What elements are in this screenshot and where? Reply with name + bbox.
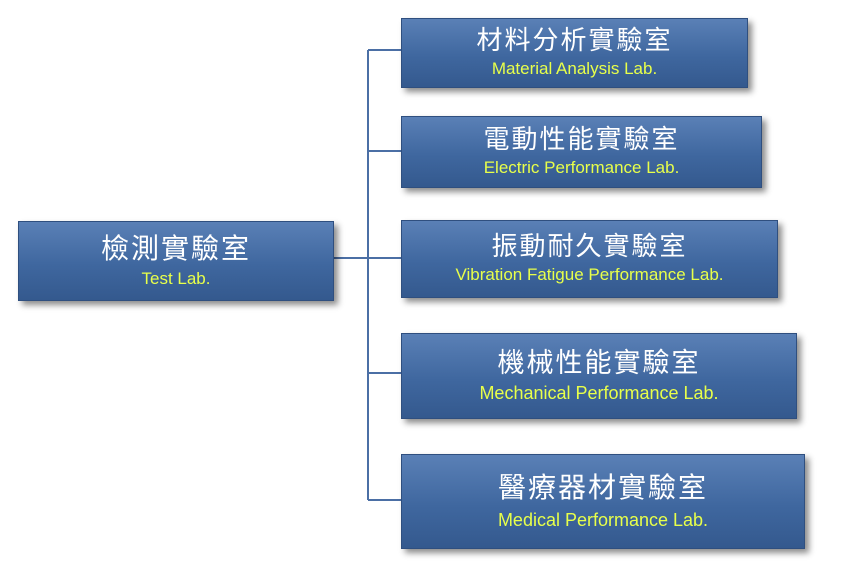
node-subtitle: Electric Performance Lab. xyxy=(483,157,680,177)
node-subtitle: Vibration Fatigue Performance Lab. xyxy=(455,264,724,284)
node-title: 醫療器材實驗室 xyxy=(497,470,708,504)
root-node-test-lab: 檢測實驗室 Test Lab. xyxy=(18,221,334,301)
node-title: 材料分析實驗室 xyxy=(476,25,673,56)
root-node-subtitle: Test Lab. xyxy=(141,268,211,288)
node-mechanical-performance-lab: 機械性能實驗室 Mechanical Performance Lab. xyxy=(401,333,797,419)
node-title: 電動性能實驗室 xyxy=(483,124,680,155)
node-subtitle: Mechanical Performance Lab. xyxy=(479,382,719,403)
root-node-title: 檢測實驗室 xyxy=(100,231,251,265)
node-title: 振動耐久實驗室 xyxy=(491,231,688,262)
node-subtitle: Medical Performance Lab. xyxy=(497,509,709,530)
node-electric-performance-lab: 電動性能實驗室 Electric Performance Lab. xyxy=(401,116,762,188)
node-medical-performance-lab: 醫療器材實驗室 Medical Performance Lab. xyxy=(401,454,805,549)
node-title: 機械性能實驗室 xyxy=(497,347,701,379)
node-material-analysis-lab: 材料分析實驗室 Material Analysis Lab. xyxy=(401,18,748,88)
node-vibration-fatigue-lab: 振動耐久實驗室 Vibration Fatigue Performance La… xyxy=(401,220,778,298)
node-subtitle: Material Analysis Lab. xyxy=(491,58,658,78)
